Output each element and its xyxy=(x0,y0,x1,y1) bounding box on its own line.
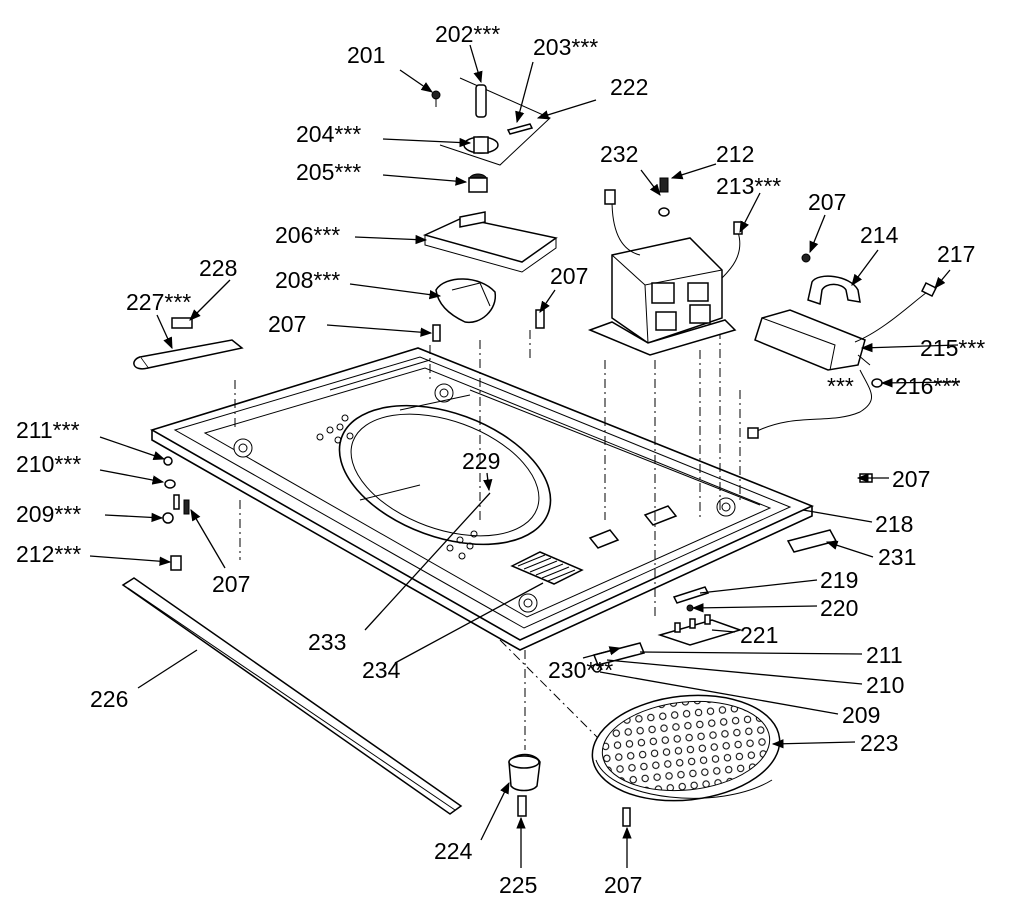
label-207-top-right: 207 xyxy=(808,189,846,215)
label-207-mid: 207 xyxy=(550,263,588,289)
label-219: 219 xyxy=(820,567,858,593)
label-207-bottom: 207 xyxy=(604,872,642,898)
label-227: 227*** xyxy=(126,289,191,315)
label-214: 214 xyxy=(860,222,899,248)
label-216-stars: *** xyxy=(827,373,854,399)
right-hardware xyxy=(592,473,873,673)
label-207-left-low: 207 xyxy=(212,571,250,597)
label-220: 220 xyxy=(820,595,858,621)
label-202: 202*** xyxy=(435,21,500,47)
stirrer-assembly xyxy=(422,77,558,324)
label-216: 216*** xyxy=(895,373,960,399)
label-205: 205*** xyxy=(296,159,361,185)
label-212-left: 212*** xyxy=(16,541,81,567)
label-203: 203*** xyxy=(533,34,598,60)
label-221: 221 xyxy=(740,622,778,648)
label-209-left: 209*** xyxy=(16,501,81,527)
label-234: 234 xyxy=(362,657,401,683)
left-bracket xyxy=(133,317,244,370)
leader-lines xyxy=(89,44,961,868)
label-208: 208*** xyxy=(275,267,340,293)
label-211-right: 211 xyxy=(866,642,903,668)
label-215: 215*** xyxy=(920,335,985,361)
label-230: 230*** xyxy=(548,657,613,683)
label-210-right: 210 xyxy=(866,672,904,698)
label-224: 224 xyxy=(434,838,473,864)
label-206: 206*** xyxy=(275,222,340,248)
label-226: 226 xyxy=(90,686,128,712)
long-strip xyxy=(121,577,463,815)
label-222: 222 xyxy=(610,74,648,100)
foot-and-screws xyxy=(432,309,631,827)
label-209-right: 209 xyxy=(842,702,880,728)
label-229: 229 xyxy=(462,448,500,474)
transformer xyxy=(587,177,743,356)
label-228: 228 xyxy=(199,255,237,281)
label-225: 225 xyxy=(499,872,537,898)
capacitor-assembly xyxy=(747,253,938,439)
part-labels: 201 202*** 203*** 222 204*** 205*** 232 … xyxy=(16,21,985,898)
label-232: 232 xyxy=(600,141,638,167)
label-210-left: 210*** xyxy=(16,451,81,477)
label-211-left: 211*** xyxy=(16,417,80,443)
left-hardware xyxy=(162,456,190,571)
perforated-cover xyxy=(591,694,781,802)
label-201: 201 xyxy=(347,42,385,68)
label-218: 218 xyxy=(875,511,913,537)
label-223: 223 xyxy=(860,730,898,756)
label-233: 233 xyxy=(308,629,346,655)
base-plate xyxy=(149,330,815,761)
label-217: 217 xyxy=(937,241,975,267)
label-207-right: 207 xyxy=(892,466,930,492)
label-207-left-mid: 207 xyxy=(268,311,306,337)
label-204: 204*** xyxy=(296,121,361,147)
label-231: 231 xyxy=(878,544,916,570)
label-212-top: 212 xyxy=(716,141,754,167)
label-213: 213*** xyxy=(716,173,781,199)
